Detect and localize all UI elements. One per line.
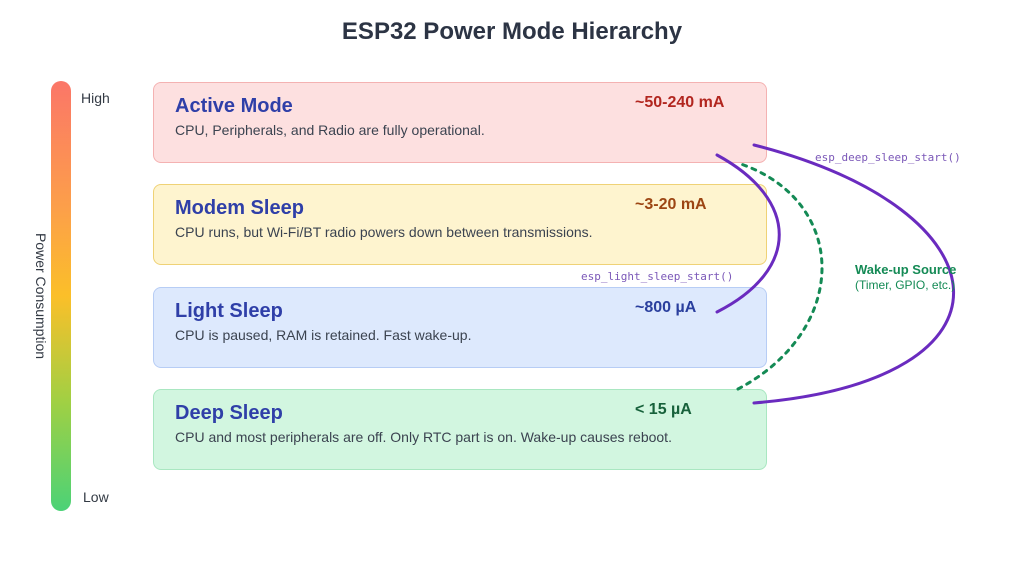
power-low-label: Low	[83, 489, 109, 505]
mode-title: Light Sleep	[175, 300, 283, 322]
mode-current-draw: ~800 µA	[635, 299, 697, 316]
mode-description: CPU, Peripherals, and Radio are fully op…	[175, 122, 485, 138]
mode-description: CPU runs, but Wi-Fi/BT radio powers down…	[175, 224, 593, 240]
mode-card-modem-sleep: Modem Sleep ~3-20 mA CPU runs, but Wi-Fi…	[153, 184, 767, 265]
mode-description: CPU is paused, RAM is retained. Fast wak…	[175, 327, 472, 343]
mode-current-draw: < 15 µA	[635, 401, 692, 418]
mode-title: Active Mode	[175, 95, 293, 117]
wakeup-source-label: Wake-up Source	[855, 262, 957, 277]
diagram-title: ESP32 Power Mode Hierarchy	[341, 18, 683, 45]
mode-card-light-sleep: Light Sleep ~800 µA CPU is paused, RAM i…	[153, 287, 767, 368]
deep-sleep-arrow	[752, 143, 956, 405]
power-high-label: High	[81, 90, 110, 106]
mode-card-active: Active Mode ~50-240 mA CPU, Peripherals,…	[153, 82, 767, 163]
mode-current-draw: ~50-240 mA	[635, 94, 725, 111]
wakeup-dashed-arrow	[736, 161, 824, 391]
light-sleep-arrow	[715, 153, 781, 314]
mode-current-draw: ~3-20 mA	[635, 196, 707, 213]
mode-title: Modem Sleep	[175, 197, 304, 219]
deep-sleep-function-label: esp_deep_sleep_start()	[815, 151, 961, 164]
mode-description: CPU and most peripherals are off. Only R…	[175, 429, 672, 445]
power-gradient-bar	[51, 81, 71, 511]
mode-title: Deep Sleep	[175, 402, 283, 424]
mode-card-deep-sleep: Deep Sleep < 15 µA CPU and most peripher…	[153, 389, 767, 470]
light-sleep-function-label: esp_light_sleep_start()	[581, 270, 734, 283]
wakeup-source-examples: (Timer, GPIO, etc.)	[855, 278, 956, 292]
